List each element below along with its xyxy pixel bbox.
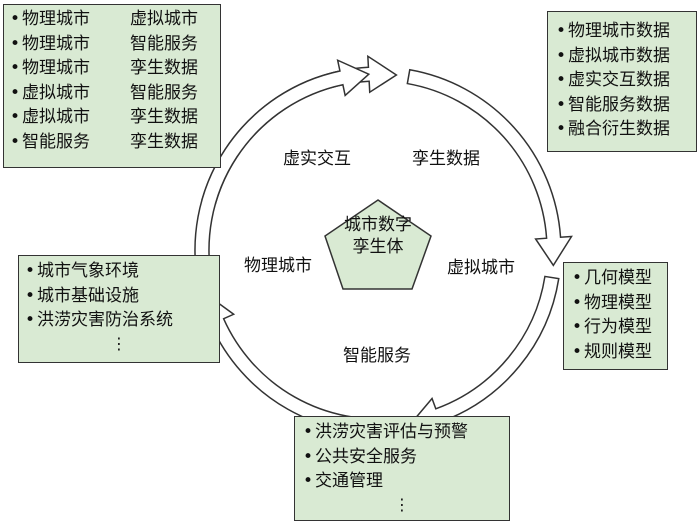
physical-element-item-text: 城市基础设施 <box>37 285 139 306</box>
bullet-icon: • <box>25 285 36 306</box>
bullet-icon: • <box>556 119 567 139</box>
cycle-arrow-3 <box>410 275 560 434</box>
bottom-box-ellipsis: ⋮ <box>394 494 410 514</box>
relation-row: •智能服务孪生数据 <box>10 130 214 155</box>
bullet-icon: • <box>10 131 21 152</box>
label-virtual-interaction: 虚实交互 <box>283 149 351 169</box>
bullet-icon: • <box>556 70 567 90</box>
relation-to: 孪生数据 <box>130 131 198 152</box>
relation-from: •虚拟城市 <box>10 81 130 106</box>
center-pentagon <box>324 199 432 290</box>
bullet-icon: • <box>556 21 567 41</box>
bullet-icon: • <box>303 422 314 442</box>
data-type-item-text: 智能服务数据 <box>568 94 670 115</box>
bullet-icon: • <box>10 107 21 127</box>
data-type-item: •物理城市数据 <box>556 19 688 44</box>
services-box: •洪涝灾害评估与预警•公共安全服务•交通管理 ⋮ <box>294 416 510 521</box>
data-type-item: •虚实交互数据 <box>556 68 688 93</box>
data-type-item: •智能服务数据 <box>556 93 688 118</box>
left-box-ellipsis: ⋮ <box>111 333 127 353</box>
label-twin-data: 孪生数据 <box>412 149 480 169</box>
bullet-icon: • <box>303 471 314 491</box>
cycle-arrow-2 <box>406 68 573 267</box>
cycle-arrow-5 <box>194 58 371 286</box>
data-type-item-text: 虚拟城市数据 <box>568 45 670 66</box>
relation-from: •物理城市 <box>10 56 130 81</box>
bullet-icon: • <box>25 310 36 330</box>
center-label-line2: 孪生体 <box>352 237 404 257</box>
data-type-item: •融合衍生数据 <box>556 117 688 142</box>
bullet-icon: • <box>572 292 583 313</box>
service-item: •洪涝灾害评估与预警 <box>303 420 501 445</box>
relations-box: •物理城市虚拟城市•物理城市智能服务•物理城市孪生数据•虚拟城市智能服务•虚拟城… <box>3 4 221 168</box>
model-type-item-text: 行为模型 <box>584 317 652 337</box>
data-type-item-text: 融合衍生数据 <box>568 119 670 139</box>
bullet-icon: • <box>25 261 36 281</box>
bullet-icon: • <box>572 268 583 288</box>
relation-to: 孪生数据 <box>130 58 198 78</box>
service-item: •公共安全服务 <box>303 445 501 470</box>
model-types-box: •几何模型•物理模型•行为模型•规则模型 <box>563 262 668 370</box>
model-type-item: •行为模型 <box>572 315 659 340</box>
physical-element-item-text: 洪涝灾害防治系统 <box>37 310 173 330</box>
relation-to: 智能服务 <box>130 33 198 54</box>
relation-from: •物理城市 <box>10 32 130 57</box>
bullet-icon: • <box>10 33 21 54</box>
model-type-item-text: 规则模型 <box>584 341 652 362</box>
data-types-box: •物理城市数据•虚拟城市数据•虚实交互数据•智能服务数据•融合衍生数据 <box>547 11 697 152</box>
model-type-item: •物理模型 <box>572 291 659 316</box>
physical-element-item: •洪涝灾害防治系统 <box>25 308 213 333</box>
physical-element-item-text: 城市气象环境 <box>37 261 139 281</box>
model-type-item: •几何模型 <box>572 266 659 291</box>
relation-row: •物理城市孪生数据 <box>10 56 214 81</box>
service-item-text: 交通管理 <box>315 471 383 491</box>
cycle-arrow-1 <box>201 54 398 205</box>
physical-element-item: •城市气象环境 <box>25 259 213 284</box>
relation-from-text: 虚拟城市 <box>22 107 90 127</box>
relation-row: •虚拟城市智能服务 <box>10 81 214 106</box>
relation-from: •物理城市 <box>10 7 130 32</box>
model-type-item-text: 几何模型 <box>584 268 652 288</box>
label-physical-city: 物理城市 <box>244 256 312 276</box>
relation-row: •物理城市虚拟城市 <box>10 7 214 32</box>
physical-elements-box: •城市气象环境•城市基础设施•洪涝灾害防治系统 ⋮ <box>18 255 220 363</box>
relation-row: •物理城市智能服务 <box>10 32 214 57</box>
bullet-icon: • <box>10 82 21 103</box>
relation-to: 智能服务 <box>130 82 198 103</box>
physical-element-item: •城市基础设施 <box>25 284 213 309</box>
data-type-item-text: 虚实交互数据 <box>568 70 670 90</box>
service-item: •交通管理 <box>303 469 501 494</box>
relation-from-text: 物理城市 <box>22 33 90 54</box>
bullet-icon: • <box>572 341 583 362</box>
bullet-icon: • <box>303 446 314 467</box>
bullet-icon: • <box>10 9 21 29</box>
service-item-text: 公共安全服务 <box>315 446 417 467</box>
label-virtual-city: 虚拟城市 <box>447 258 515 278</box>
data-type-item: •虚拟城市数据 <box>556 44 688 69</box>
relation-from: •智能服务 <box>10 130 130 155</box>
relation-from-text: 物理城市 <box>22 58 90 78</box>
relation-from-text: 物理城市 <box>22 9 90 29</box>
relation-to: 虚拟城市 <box>130 9 198 29</box>
label-smart-service: 智能服务 <box>343 346 411 366</box>
center-label: 城市数字 孪生体 <box>337 214 419 258</box>
data-type-item-text: 物理城市数据 <box>568 21 670 41</box>
bullet-icon: • <box>556 45 567 66</box>
model-type-item: •规则模型 <box>572 340 659 365</box>
bullet-icon: • <box>556 94 567 115</box>
service-item-text: 洪涝灾害评估与预警 <box>315 422 468 442</box>
model-type-item-text: 物理模型 <box>584 292 652 313</box>
bullet-icon: • <box>572 317 583 337</box>
relation-row: •虚拟城市孪生数据 <box>10 105 214 130</box>
relation-to: 孪生数据 <box>130 107 198 127</box>
bullet-icon: • <box>10 58 21 78</box>
center-label-line1: 城市数字 <box>344 215 412 235</box>
relation-from: •虚拟城市 <box>10 105 130 130</box>
relation-from-text: 虚拟城市 <box>22 82 90 103</box>
relation-from-text: 智能服务 <box>22 131 90 152</box>
